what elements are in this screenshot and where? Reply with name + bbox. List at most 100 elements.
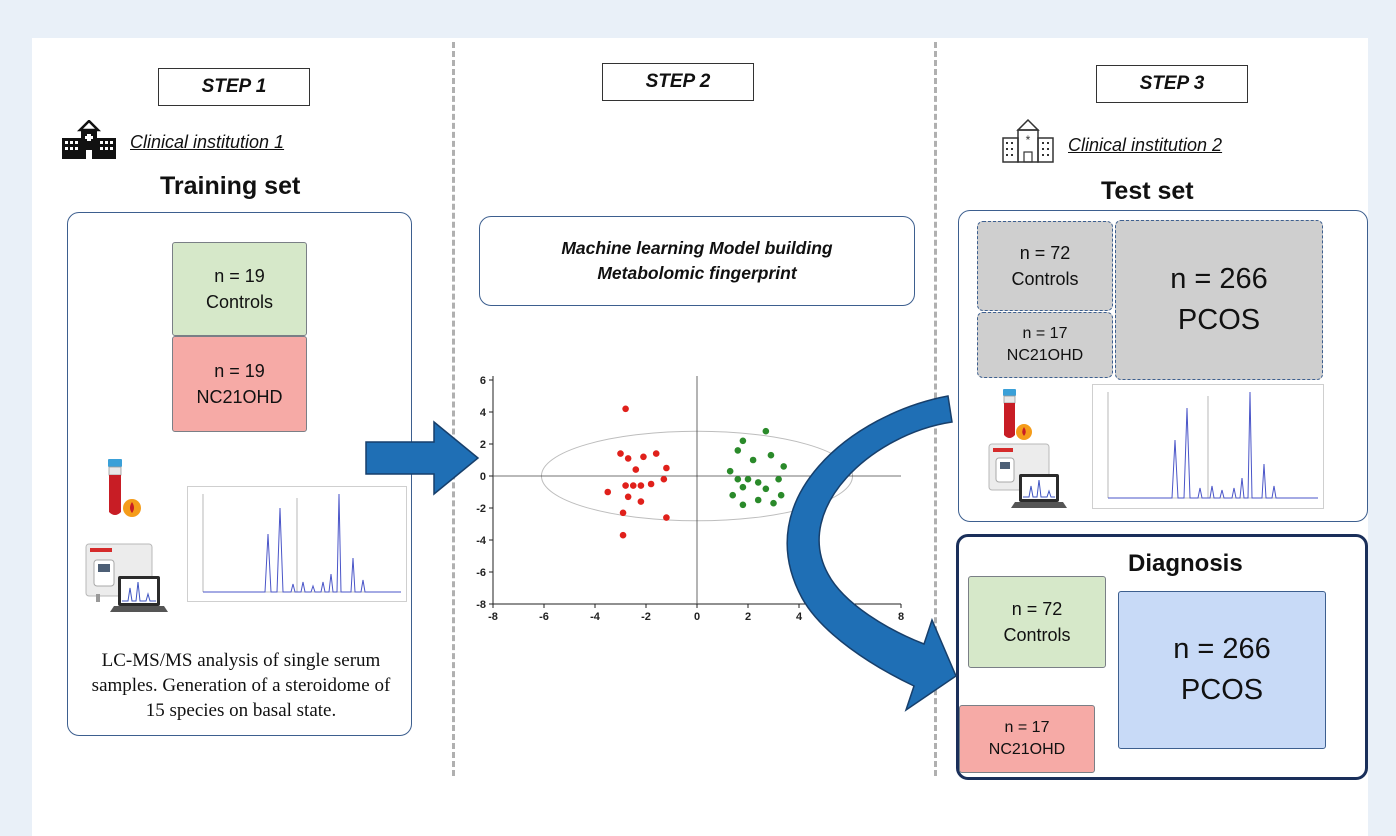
data-point-red: [624, 493, 632, 501]
training-nc21ohd-label: NC21OHD: [196, 387, 283, 407]
test-nc21ohd-box: n = 17 NC21OHD: [977, 312, 1113, 378]
x-tick-label: 0: [694, 611, 700, 620]
figure-panel: STEP 1 Clinical institution 1 Training s…: [32, 38, 1368, 836]
x-tick-label: -8: [488, 611, 498, 620]
data-point-red: [622, 405, 629, 413]
data-point-red: [619, 509, 627, 517]
blood-tube-icon: [108, 459, 141, 517]
diagnosis-nc21ohd-label: NC21OHD: [988, 741, 1066, 758]
hospital-icon: [62, 120, 116, 159]
x-tick-label: 6: [847, 611, 853, 620]
step3-label: STEP 3: [1096, 65, 1248, 103]
diagnosis-nc21ohd-box: n = 17 NC21OHD: [959, 705, 1095, 773]
diagnosis-controls-count: n = 72: [1011, 598, 1063, 619]
x-tick-label: -4: [590, 611, 601, 620]
data-point-red: [622, 482, 629, 489]
diagnosis-pcos-box: n = 266 PCOS: [1118, 591, 1326, 749]
data-point-red: [640, 453, 647, 461]
y-tick-label: 6: [480, 375, 486, 387]
chromatogram-image-2: [1092, 384, 1324, 509]
separator-left: [452, 42, 455, 776]
data-point-green: [744, 475, 752, 483]
chromatogram-image: [187, 486, 407, 602]
institution-1-link: Clinical institution 1: [130, 132, 285, 152]
x-tick-label: 4: [796, 611, 803, 620]
y-tick-label: 4: [480, 407, 487, 419]
data-point-green: [749, 456, 757, 464]
data-point-green: [767, 451, 775, 459]
institution-2-link: Clinical institution 2: [1068, 135, 1223, 155]
diagnosis-pcos-label: PCOS: [1180, 674, 1264, 706]
test-controls-box: n = 72 Controls: [977, 221, 1113, 311]
data-point-red: [652, 450, 660, 457]
data-point-green: [777, 491, 785, 499]
data-point-green: [729, 491, 736, 499]
svg-text:*: *: [1026, 133, 1031, 147]
data-point-red: [617, 450, 624, 457]
y-tick-label: -6: [476, 567, 486, 579]
data-point-red: [637, 482, 645, 489]
step2-label: STEP 2: [602, 63, 754, 101]
data-point-green: [726, 467, 734, 475]
y-tick-label: 2: [480, 439, 486, 451]
x-tick-label: -6: [539, 611, 549, 620]
diagnosis-controls-label: Controls: [1003, 625, 1071, 645]
data-point-red: [619, 531, 627, 539]
test-pcos-label: PCOS: [1177, 304, 1261, 336]
model-line-2: Metabolomic fingerprint: [597, 263, 797, 283]
blood-tube-icon-2: [1003, 389, 1032, 440]
data-point-red: [637, 498, 645, 505]
data-point-red: [604, 488, 612, 496]
data-point-red: [663, 514, 670, 521]
test-pcos-count: n = 266: [1170, 263, 1268, 296]
data-point-green: [739, 437, 747, 445]
training-controls-count: n = 19: [214, 265, 265, 286]
data-point-green: [754, 479, 762, 486]
data-point-red: [663, 464, 670, 472]
y-tick-label: -8: [476, 599, 486, 611]
data-point-green: [775, 475, 782, 483]
x-tick-label: 8: [898, 611, 904, 620]
training-set-title: Training set: [160, 172, 301, 200]
test-set-title: Test set: [1101, 177, 1194, 205]
data-point-green: [734, 447, 742, 454]
training-nc21ohd-box: n = 19 NC21OHD: [172, 336, 307, 432]
separator-right: [934, 42, 937, 776]
training-nc21ohd-count: n = 19: [214, 360, 265, 381]
diagnosis-controls-box: n = 72 Controls: [968, 576, 1106, 668]
model-line-1: Machine learning Model building: [561, 237, 833, 258]
data-point-green: [754, 496, 762, 504]
data-point-green: [734, 475, 742, 483]
data-point-green: [739, 501, 747, 509]
training-description: LC-MS/MS analysis of single serum sample…: [91, 650, 391, 722]
test-controls-label: Controls: [1011, 269, 1079, 289]
diagnosis-title: Diagnosis: [1128, 550, 1243, 577]
lcms-instrument-icon-2: [988, 443, 1067, 508]
data-point-green: [739, 483, 747, 491]
data-point-red: [632, 466, 640, 473]
test-pcos-box: n = 266 PCOS: [1115, 220, 1323, 380]
data-point-green: [762, 485, 770, 493]
test-nc21ohd-count: n = 17: [1022, 325, 1068, 343]
training-controls-label: Controls: [205, 292, 274, 312]
y-tick-label: 0: [480, 471, 486, 483]
data-point-green: [780, 463, 787, 470]
x-tick-label: 2: [745, 611, 751, 620]
data-point-green: [762, 427, 770, 435]
y-tick-label: -4: [476, 535, 487, 547]
training-controls-box: n = 19 Controls: [172, 242, 307, 336]
step1-label: STEP 1: [158, 68, 310, 106]
y-tick-label: -2: [476, 503, 486, 515]
diagnosis-pcos-count: n = 266: [1173, 633, 1271, 666]
score-scatter-plot: -8 -6 -4 -2 0 2 4 6 8 6 4 2 0 -2 -4 -6 -8: [476, 375, 904, 620]
x-tick-label: -2: [641, 611, 651, 620]
data-point-red: [660, 475, 668, 483]
test-controls-count: n = 72: [1019, 242, 1071, 263]
data-point-red: [629, 482, 637, 489]
diagnosis-nc21ohd-count: n = 17: [1004, 719, 1050, 737]
test-nc21ohd-label: NC21OHD: [1006, 347, 1084, 364]
data-point-red: [624, 455, 632, 462]
lcms-instrument-icon: [85, 543, 168, 612]
hospital-outline-icon: *: [1002, 118, 1054, 163]
data-point-red: [647, 480, 655, 488]
